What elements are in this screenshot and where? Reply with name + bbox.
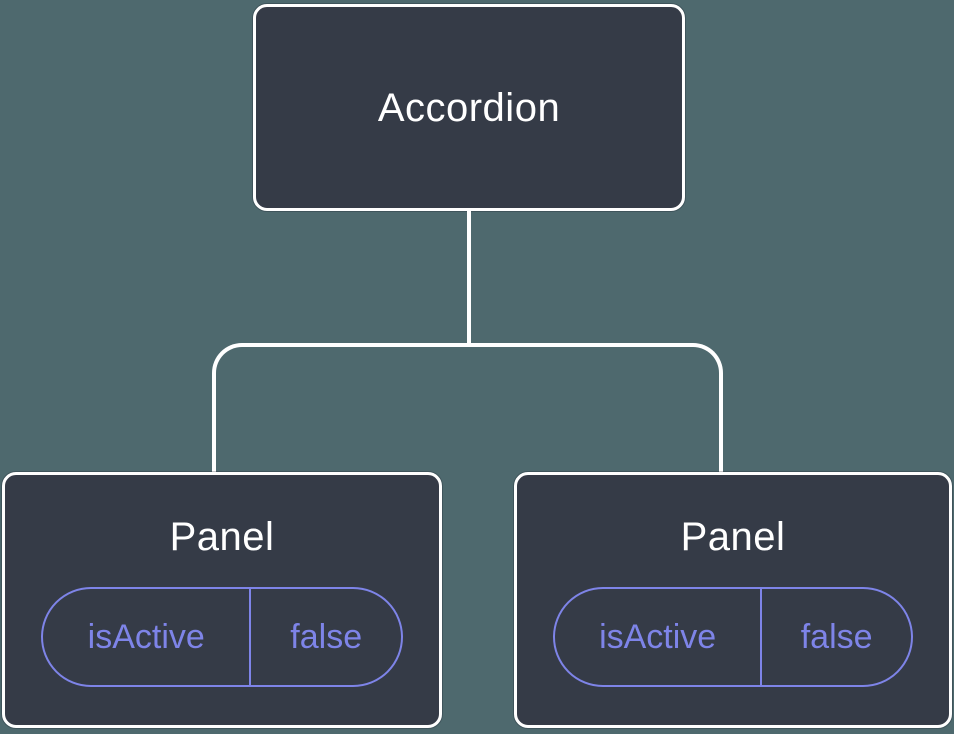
prop-value: false [290,617,363,656]
tree-node-panel-1: Panel isActive false [2,472,442,728]
state-badge: isActive false [41,587,403,687]
prop-value: false [800,617,873,656]
connector-branch [212,343,723,472]
node-label: Panel [169,515,275,559]
state-badge: isActive false [553,587,913,687]
node-label: Panel [680,515,786,559]
tree-node-panel-2: Panel isActive false [514,472,952,728]
prop-name: isActive [43,589,252,685]
prop-name: isActive [555,589,763,685]
connector-stem [467,211,471,346]
node-label: Accordion [377,85,561,130]
tree-node-accordion: Accordion [253,4,685,211]
